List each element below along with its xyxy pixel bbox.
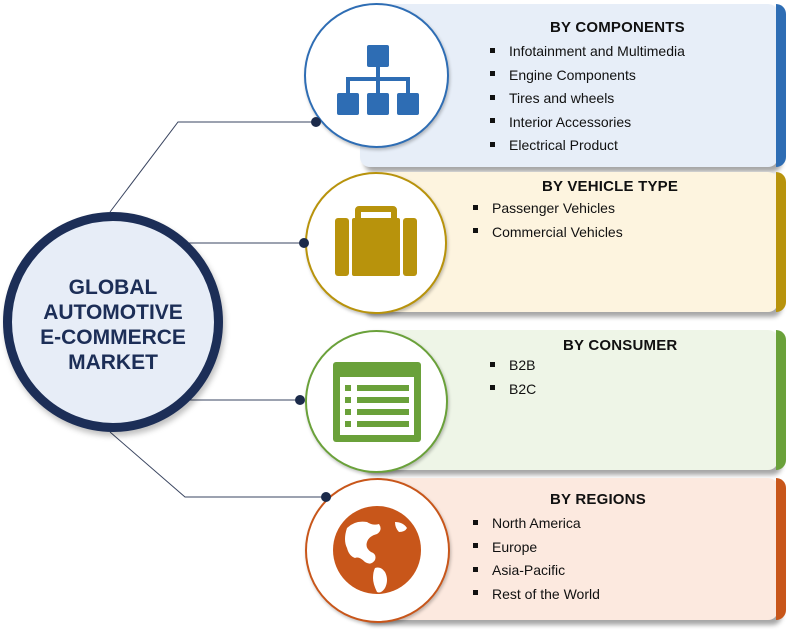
- list-item: Rest of the World: [473, 583, 600, 607]
- list-item: Commercial Vehicles: [473, 221, 623, 245]
- bullet-icon: [490, 361, 495, 367]
- regions-list: North America Europe Asia-Pacific Rest o…: [473, 512, 600, 606]
- bullet-icon: [490, 118, 495, 124]
- connector-dot: [299, 238, 309, 248]
- connector-dot: [321, 492, 331, 502]
- list-item: B2B: [490, 354, 536, 378]
- hierarchy-icon: [337, 45, 419, 115]
- list-item: Infotainment and Multimedia: [490, 40, 685, 64]
- list-item: North America: [473, 512, 600, 536]
- market-hub: GLOBAL AUTOMOTIVE E-COMMERCE MARKET: [3, 212, 223, 432]
- consumer-panel-edge: [776, 330, 786, 470]
- consumer-list: B2B B2C: [490, 354, 536, 401]
- list-item: B2C: [490, 378, 536, 402]
- list-item: Europe: [473, 536, 600, 560]
- vehicle-type-list: Passenger Vehicles Commercial Vehicles: [473, 197, 623, 244]
- briefcase-icon: [335, 206, 417, 276]
- list-item: Interior Accessories: [490, 111, 685, 135]
- list-item: Electrical Product: [490, 134, 685, 158]
- connector-dot: [311, 117, 321, 127]
- bullet-icon: [490, 47, 495, 53]
- list-item: Asia-Pacific: [473, 559, 600, 583]
- bullet-icon: [490, 385, 495, 391]
- bullet-icon: [473, 543, 478, 549]
- bullet-icon: [473, 228, 478, 234]
- vehicle-type-panel-edge: [776, 172, 786, 312]
- consumer-icon-circle: [305, 330, 448, 473]
- globe-icon: [333, 506, 421, 594]
- bullet-icon: [490, 71, 495, 77]
- list-item: Engine Components: [490, 64, 685, 88]
- connector-dot: [295, 395, 305, 405]
- components-panel-edge: [776, 4, 786, 167]
- components-title: BY COMPONENTS: [550, 19, 685, 36]
- bullet-icon: [473, 204, 478, 210]
- bullet-icon: [490, 141, 495, 147]
- regions-panel-edge: [776, 478, 786, 620]
- components-icon-circle: [304, 3, 449, 148]
- vehicle-type-title: BY VEHICLE TYPE: [542, 178, 679, 195]
- regions-icon-circle: [305, 478, 450, 623]
- list-item: Tires and wheels: [490, 87, 685, 111]
- bullet-icon: [490, 94, 495, 100]
- components-list: Infotainment and Multimedia Engine Compo…: [490, 40, 685, 158]
- bullet-icon: [473, 519, 478, 525]
- consumer-title: BY CONSUMER: [563, 337, 678, 354]
- bullet-icon: [473, 566, 478, 572]
- regions-title: BY REGIONS: [550, 491, 646, 508]
- market-title: GLOBAL AUTOMOTIVE E-COMMERCE MARKET: [40, 276, 186, 374]
- list-item: Passenger Vehicles: [473, 197, 623, 221]
- bullet-icon: [473, 590, 478, 596]
- vehicle-type-icon-circle: [305, 172, 447, 314]
- list-window-icon: [333, 362, 421, 442]
